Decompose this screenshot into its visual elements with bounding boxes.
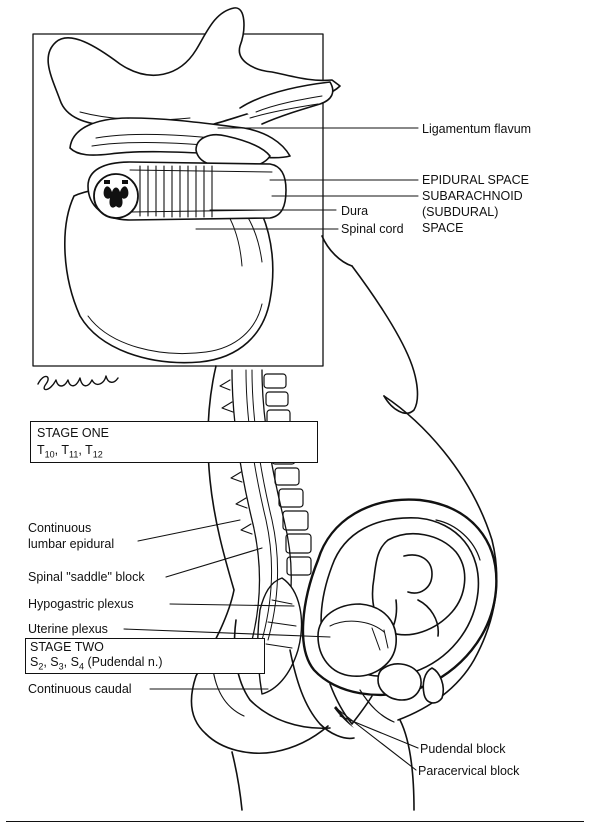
- spinal-canal-posterior: [232, 370, 260, 640]
- thigh-outline: [232, 752, 242, 810]
- stage-two-levels: S2, S3, S4 (Pudendal n.): [30, 655, 163, 674]
- artist-signature: [38, 376, 118, 390]
- level-s2: 2: [38, 662, 43, 672]
- breast: [352, 266, 417, 413]
- label-subarachnoid: SUBARACHNOID: [422, 189, 523, 203]
- label-paracervical-block: Paracervical block: [418, 764, 519, 778]
- label-saddle-block: Spinal "saddle" block: [28, 570, 145, 584]
- label-subdural: (SUBDURAL): [422, 205, 498, 219]
- neck-front: [322, 236, 352, 266]
- label-dura: Dura: [341, 204, 368, 218]
- bottom-divider: [6, 821, 584, 822]
- label-continuous-lumbar-2: lumbar epidural: [28, 537, 114, 551]
- level-t10: 10: [45, 450, 55, 460]
- label-hypogastric-plexus: Hypogastric plexus: [28, 597, 134, 611]
- label-pudendal-block: Pudendal block: [420, 742, 505, 756]
- stage-one-levels: T10, T11, T12: [37, 443, 103, 462]
- cervix: [330, 684, 372, 724]
- level-s4: 4: [79, 662, 84, 672]
- label-spinal-cord: Spinal cord: [341, 222, 404, 236]
- label-uterine-plexus: Uterine plexus: [28, 622, 108, 636]
- label-epidural-space: EPIDURAL SPACE: [422, 173, 529, 187]
- stage-two-note: (Pudendal n.): [87, 655, 162, 669]
- level-t12: 12: [93, 450, 103, 460]
- label-continuous-caudal: Continuous caudal: [28, 682, 132, 696]
- stage-one-box: STAGE ONE T10, T11, T12: [30, 421, 318, 463]
- label-ligamentum-flavum: Ligamentum flavum: [422, 122, 531, 136]
- vertebral-bodies: [264, 374, 311, 575]
- pubic-symphysis: [423, 668, 443, 703]
- level-t11: 11: [69, 450, 78, 460]
- label-continuous-lumbar-1: Continuous: [28, 521, 91, 535]
- stage-one-title: STAGE ONE: [37, 426, 109, 440]
- buttock-lower: [206, 726, 328, 753]
- level-s3: 3: [59, 662, 64, 672]
- label-space: SPACE: [422, 221, 463, 235]
- stage-two-box: STAGE TWO S2, S3, S4 (Pudendal n.): [25, 638, 265, 674]
- fetus-head: [318, 604, 396, 676]
- stage-two-title: STAGE TWO: [30, 640, 104, 654]
- thigh-front: [400, 720, 414, 810]
